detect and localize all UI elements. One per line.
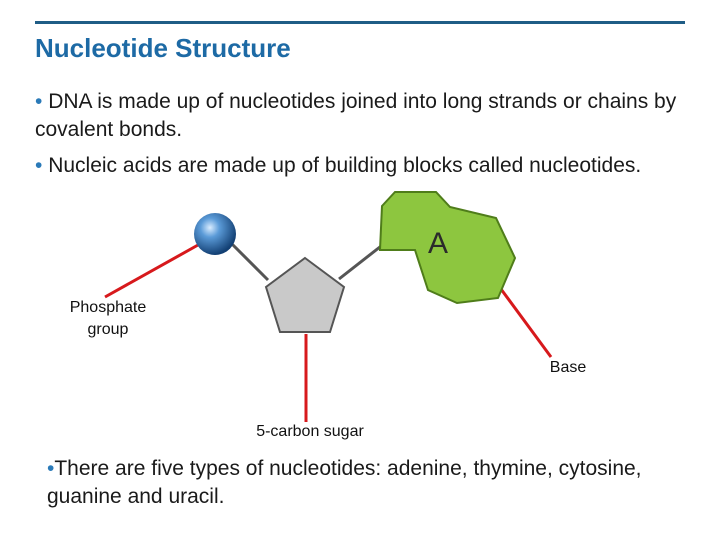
bullet-marker: • bbox=[35, 154, 43, 177]
bullet-text: DNA is made up of nucleotides joined int… bbox=[35, 90, 677, 141]
bullet-text: Nucleic acids are made up of building bl… bbox=[48, 154, 642, 177]
phosphate-sphere bbox=[194, 213, 236, 255]
bottom-bullet-item: •There are five types of nucleotides: ad… bbox=[47, 455, 687, 511]
base-label: Base bbox=[549, 359, 587, 376]
phosphate-leader-line bbox=[104, 243, 199, 299]
sugar-pentagon bbox=[264, 256, 346, 333]
phosphate-label-line2: group bbox=[87, 321, 129, 338]
title-rule bbox=[35, 21, 685, 24]
base-hexagon bbox=[378, 191, 517, 305]
phosphate-sugar-bond bbox=[229, 241, 270, 282]
sugar-label: 5-carbon sugar bbox=[256, 423, 364, 440]
bullet-item: • DNA is made up of nucleotides joined i… bbox=[35, 88, 685, 144]
base-leader-line bbox=[496, 284, 553, 358]
phosphate-label-line1: Phosphate bbox=[69, 299, 147, 316]
bullet-marker: • bbox=[35, 90, 43, 113]
page-title: Nucleotide Structure bbox=[35, 33, 291, 63]
bullet-marker: • bbox=[47, 457, 55, 480]
bullet-list: • DNA is made up of nucleotides joined i… bbox=[35, 88, 685, 188]
base-letter: A bbox=[428, 227, 448, 260]
sugar-base-bond bbox=[338, 241, 386, 281]
bullet-item: • Nucleic acids are made up of building … bbox=[35, 152, 685, 180]
bullet-text: There are five types of nucleotides: ade… bbox=[47, 457, 642, 508]
phosphate-group-label: Phosphate group bbox=[58, 297, 158, 341]
